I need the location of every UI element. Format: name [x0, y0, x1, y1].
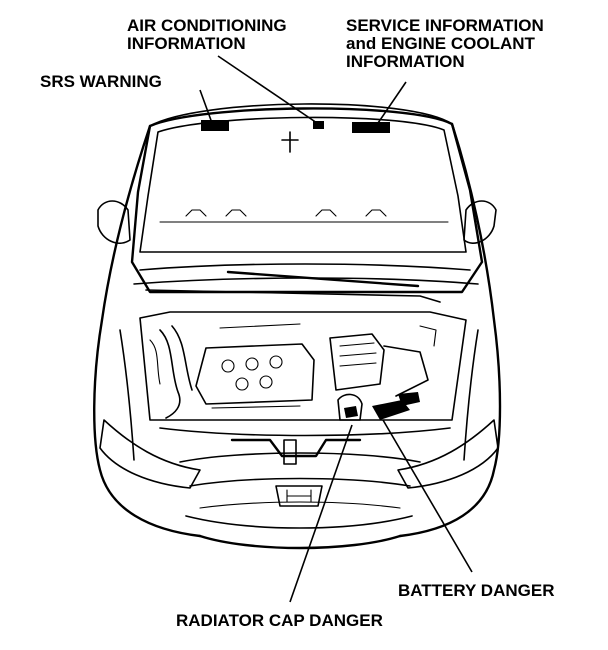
service-information-sticker — [352, 122, 390, 133]
raised-hood — [130, 107, 484, 303]
air-conditioning-sticker — [313, 121, 324, 129]
service-information-label-line-1: SERVICE INFORMATION — [346, 16, 544, 35]
engine-bay — [139, 311, 467, 465]
service-information-label: SERVICE INFORMATION and ENGINE COOLANT I… — [346, 16, 544, 71]
vehicle-body — [93, 122, 502, 550]
service-information-label-line-3: INFORMATION — [346, 52, 465, 71]
srs-warning-leader — [199, 89, 213, 124]
srs-warning-label: SRS WARNING — [40, 72, 162, 91]
air-conditioning-label-line-1: AIR CONDITIONING — [127, 16, 287, 35]
srs-warning-sticker — [201, 120, 229, 131]
radiator-cap-leader — [289, 424, 353, 603]
honda-emblem-icon — [275, 485, 323, 507]
air-conditioning-label: AIR CONDITIONING INFORMATION — [127, 16, 287, 53]
air-conditioning-label-line-2: INFORMATION — [127, 34, 246, 53]
service-information-label-line-2: and ENGINE COOLANT — [346, 34, 536, 53]
service-information-leader — [375, 81, 407, 127]
battery-danger-label: BATTERY DANGER — [398, 581, 554, 600]
battery-danger-leader — [382, 419, 473, 573]
radiator-cap-danger-label: RADIATOR CAP DANGER — [176, 611, 383, 630]
air-conditioning-leader — [217, 55, 318, 124]
windshield-edge — [149, 103, 453, 127]
